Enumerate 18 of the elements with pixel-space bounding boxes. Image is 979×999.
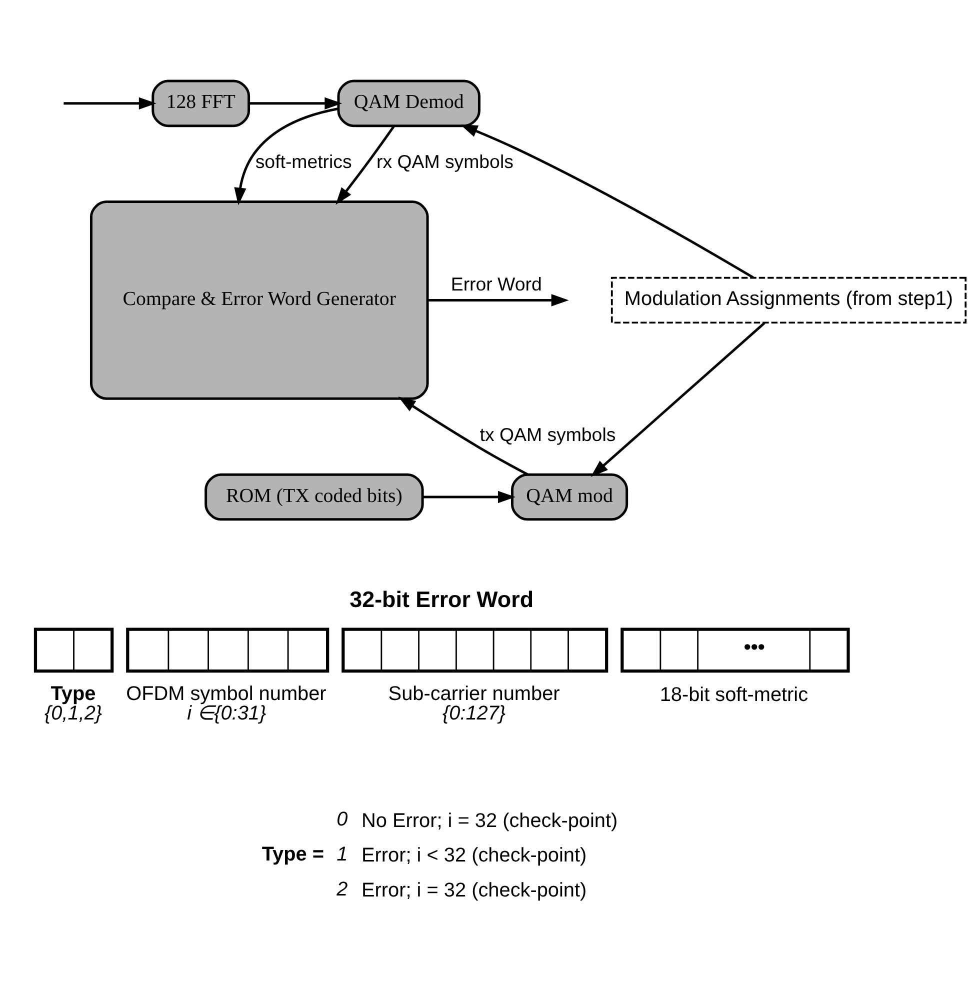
label: No Error; i = 32 (check-point)	[362, 810, 618, 832]
label: 18-bit soft-metric	[660, 684, 808, 706]
label: •••	[744, 636, 765, 659]
label: 1	[336, 843, 348, 866]
label: 32-bit Error Word	[350, 587, 534, 612]
label: 0	[336, 808, 348, 831]
edge-label: Error Word	[450, 273, 542, 294]
label: Error; i < 32 (check-point)	[362, 844, 587, 867]
label: Type	[50, 682, 96, 705]
edge-label: soft-metrics	[255, 151, 352, 172]
label: 2	[336, 878, 348, 900]
edge-label: rx QAM symbols	[376, 151, 514, 172]
label: Type =	[262, 843, 324, 866]
label: OFDM symbol number	[126, 682, 326, 705]
edge-label: tx QAM symbols	[480, 424, 616, 445]
label: {0:127}	[442, 702, 506, 725]
label: Error; i = 32 (check-point)	[362, 880, 587, 902]
label: Sub-carrier number	[388, 682, 560, 705]
